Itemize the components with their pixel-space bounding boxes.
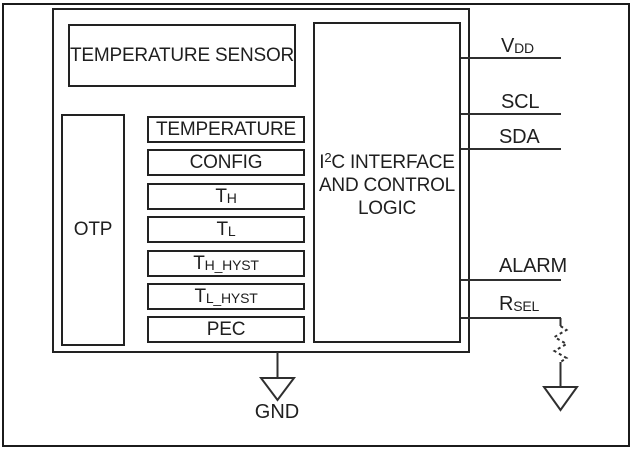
register-config-label: CONFIG <box>189 151 263 173</box>
register-th: TH <box>147 183 305 210</box>
otp-label: OTP <box>73 219 113 240</box>
i2c-block-label-line2: AND CONTROL <box>318 174 456 196</box>
register-tl-hyst: TL_HYST <box>147 283 305 310</box>
register-th-hyst: TH_HYST <box>147 250 305 277</box>
i2c-control-logic-block: I2C INTERFACE AND CONTROL LOGIC <box>313 22 461 343</box>
register-th-hyst-label: TH_HYST <box>193 252 259 274</box>
otp-block: OTP <box>61 114 125 346</box>
gnd-pin-label: GND <box>254 401 300 423</box>
register-tl: TL <box>147 216 305 243</box>
gnd-ground-symbol <box>259 352 296 402</box>
rsel-pin-label: RSEL <box>499 293 540 315</box>
register-th-label: TH <box>215 185 237 207</box>
i2c-block-label-line1: I2C INTERFACE <box>319 149 455 173</box>
rsel-ground-symbol <box>542 386 579 412</box>
rsel-pin-line <box>461 317 561 319</box>
register-pec: PEC <box>147 316 305 343</box>
i2c-block-label-line3: LOGIC <box>357 197 417 219</box>
register-pec-label: PEC <box>206 318 246 340</box>
resistor-zigzag <box>552 325 569 363</box>
temperature-sensor-block: TEMPERATURE SENSOR <box>68 24 296 87</box>
vdd-pin-label: VDD <box>501 35 534 57</box>
sda-pin-label: SDA <box>499 126 540 148</box>
vdd-pin-line <box>461 57 561 59</box>
figure-border <box>2 3 630 447</box>
temperature-sensor-label: TEMPERATURE SENSOR <box>69 44 295 66</box>
scl-pin-line <box>461 113 561 115</box>
alarm-pin-label: ALARM <box>499 255 567 277</box>
register-temperature: TEMPERATURE <box>147 116 305 143</box>
rsel-resistor-symbol <box>542 318 579 412</box>
register-config: CONFIG <box>147 149 305 176</box>
register-temperature-label: TEMPERATURE <box>156 118 296 140</box>
sda-pin-line <box>461 148 561 150</box>
register-tl-hyst-label: TL_HYST <box>194 285 258 307</box>
alarm-pin-line <box>461 279 561 281</box>
scl-pin-label: SCL <box>501 91 540 113</box>
register-tl-label: TL <box>216 218 236 240</box>
